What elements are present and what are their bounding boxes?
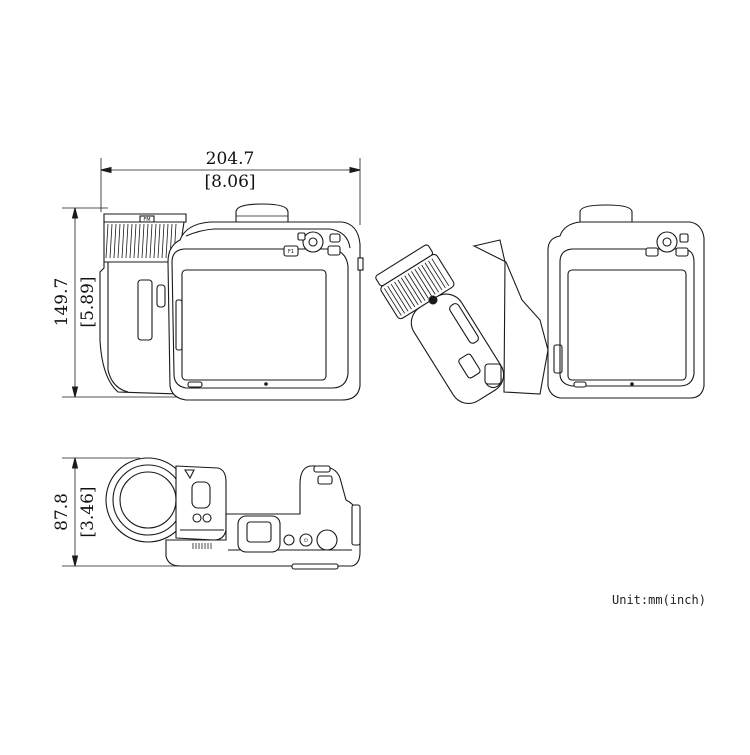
shutter-button [316,529,338,551]
f1-button [283,245,299,257]
height-dimension: 149.7 [5.89] [52,207,180,398]
side-grip-button [484,363,502,385]
camera-side-view-tilted-lens [375,204,705,404]
lens-badge-label: FM [143,217,150,223]
power-button-label: ⏻ [304,538,308,544]
lcd-screen [181,269,327,381]
side-focus-ring-knurl [383,258,450,316]
mode-dial [235,203,289,223]
back-button [327,245,341,256]
depth-inch-label: [3.46] [78,486,98,537]
f1-button-label: F1 [288,249,294,255]
top-small-button [283,534,295,546]
power-button [299,533,313,547]
width-dimension: 204.7 [8.06] [100,149,361,225]
camera-top-view: ⏻ [105,457,361,570]
lens-module-housing [410,293,505,404]
height-inch-label: [5.89] [78,276,98,327]
unit-note: Unit:mm(inch) [612,593,706,607]
speaker-grill [192,543,212,549]
focus-ring-knurl [105,223,177,259]
grip-slot [156,284,166,308]
depth-mm-label: 87.8 [52,493,72,531]
grip-strap-recess [137,279,153,341]
side-mode-dial [579,204,633,223]
side-lcd-screen [567,269,687,381]
width-mm-label: 204.7 [206,149,255,169]
laser-window [191,481,211,509]
width-inch-label: [8.06] [204,172,255,192]
dpad-center-button [308,237,318,247]
depth-dimension: 87.8 [3.46] [52,457,200,567]
camera-rear-view: FM F1 [99,203,364,401]
height-mm-label: 149.7 [52,278,72,327]
